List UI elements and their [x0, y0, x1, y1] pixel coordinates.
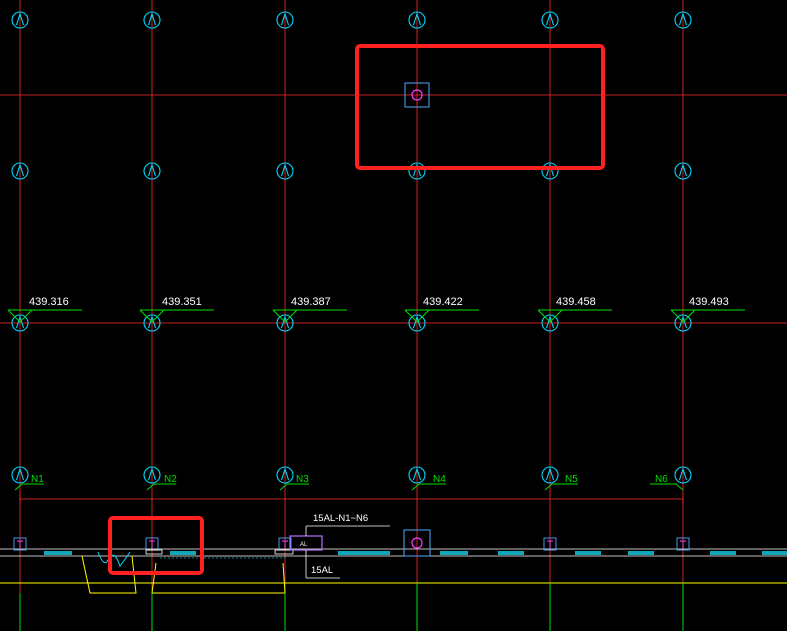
fixture-icon[interactable]: [13, 537, 27, 551]
circle-caret-icon[interactable]: [11, 11, 29, 29]
distribution-panel-icon[interactable]: AL: [289, 535, 323, 551]
circle-caret-icon[interactable]: [408, 466, 426, 484]
elevation-label-6: 439.493: [689, 296, 729, 308]
circle-caret-icon[interactable]: [276, 466, 294, 484]
pipe-band: [0, 548, 787, 631]
triangle-flag-icon[interactable]: [537, 309, 612, 323]
fixture-icon[interactable]: [145, 537, 163, 555]
leader-annotation: [305, 525, 390, 579]
fixture-icon[interactable]: [676, 537, 690, 551]
symbol-row-4: [11, 466, 692, 484]
circle-caret-icon[interactable]: [143, 466, 161, 484]
elevation-label-1: 439.316: [29, 296, 69, 308]
circle-in-square-icon[interactable]: [403, 529, 431, 557]
node-label-6[interactable]: N6: [655, 474, 668, 485]
circle-caret-icon[interactable]: [541, 466, 559, 484]
circle-caret-icon[interactable]: [674, 11, 692, 29]
highlight-box-bottom: [108, 516, 204, 575]
node-label-3[interactable]: N3: [296, 474, 309, 485]
node-label-1[interactable]: N1: [31, 474, 44, 485]
circle-caret-icon[interactable]: [674, 466, 692, 484]
cable-curve: [97, 551, 131, 568]
node-label-2[interactable]: N2: [164, 474, 177, 485]
circle-caret-icon[interactable]: [541, 162, 559, 180]
node-label-4[interactable]: N4: [433, 474, 446, 485]
circle-in-square-icon[interactable]: [404, 82, 430, 108]
triangle-flag-icon[interactable]: [139, 309, 214, 323]
pipe-segments: [44, 551, 787, 555]
elevation-label-2: 439.351: [162, 296, 202, 308]
circle-caret-icon[interactable]: [11, 466, 29, 484]
circle-caret-icon[interactable]: [11, 314, 29, 332]
node-leader-icon: [411, 483, 446, 491]
node-leader-icon: [279, 483, 309, 491]
leader-label-top: 15AL-N1~N6: [313, 513, 368, 524]
node-markers: [14, 483, 684, 491]
circle-caret-icon[interactable]: [541, 11, 559, 29]
elevation-label-3: 439.387: [291, 296, 331, 308]
circle-caret-icon[interactable]: [674, 314, 692, 332]
circle-caret-icon[interactable]: [143, 11, 161, 29]
fixture-icon[interactable]: [274, 537, 294, 555]
circle-caret-icon[interactable]: [408, 162, 426, 180]
circle-caret-icon[interactable]: [408, 314, 426, 332]
elevation-markers: [7, 309, 745, 323]
node-leader-icon: [544, 483, 578, 491]
triangle-flag-icon[interactable]: [7, 309, 82, 323]
circle-caret-icon[interactable]: [143, 162, 161, 180]
node-label-5[interactable]: N5: [565, 474, 578, 485]
fixtures: [13, 529, 690, 557]
fixture-icon[interactable]: [543, 537, 557, 551]
node-leader-icon: [650, 483, 684, 491]
highlight-boxes: [108, 44, 605, 575]
highlight-box-top: [355, 44, 605, 170]
leader-label-bottom: 15AL: [311, 565, 333, 576]
circle-caret-icon[interactable]: [674, 162, 692, 180]
circle-caret-icon[interactable]: [11, 162, 29, 180]
triangle-flag-icon[interactable]: [670, 309, 745, 323]
circle-caret-icon[interactable]: [408, 11, 426, 29]
symbol-row-3: [11, 314, 692, 332]
circle-caret-icon[interactable]: [541, 314, 559, 332]
circle-caret-icon[interactable]: [276, 162, 294, 180]
node-leader-icon: [14, 483, 44, 491]
circle-caret-icon[interactable]: [276, 11, 294, 29]
node-labels: N1 N2 N3 N4 N5 N6: [31, 474, 668, 485]
node-leader-icon: [146, 483, 176, 491]
symbol-row-2: [11, 162, 692, 180]
elevation-labels: 439.316 439.351 439.387 439.422 439.458 …: [29, 296, 729, 308]
triangle-flag-icon[interactable]: [272, 309, 347, 323]
symbol-row-1: [11, 11, 692, 29]
circle-caret-icon[interactable]: [276, 314, 294, 332]
green-risers: [19, 583, 684, 631]
panel-label: AL: [300, 542, 308, 548]
elevation-label-5: 439.458: [556, 296, 596, 308]
triangle-flag-icon[interactable]: [404, 309, 479, 323]
circle-caret-icon[interactable]: [143, 314, 161, 332]
elevation-label-4: 439.422: [423, 296, 463, 308]
